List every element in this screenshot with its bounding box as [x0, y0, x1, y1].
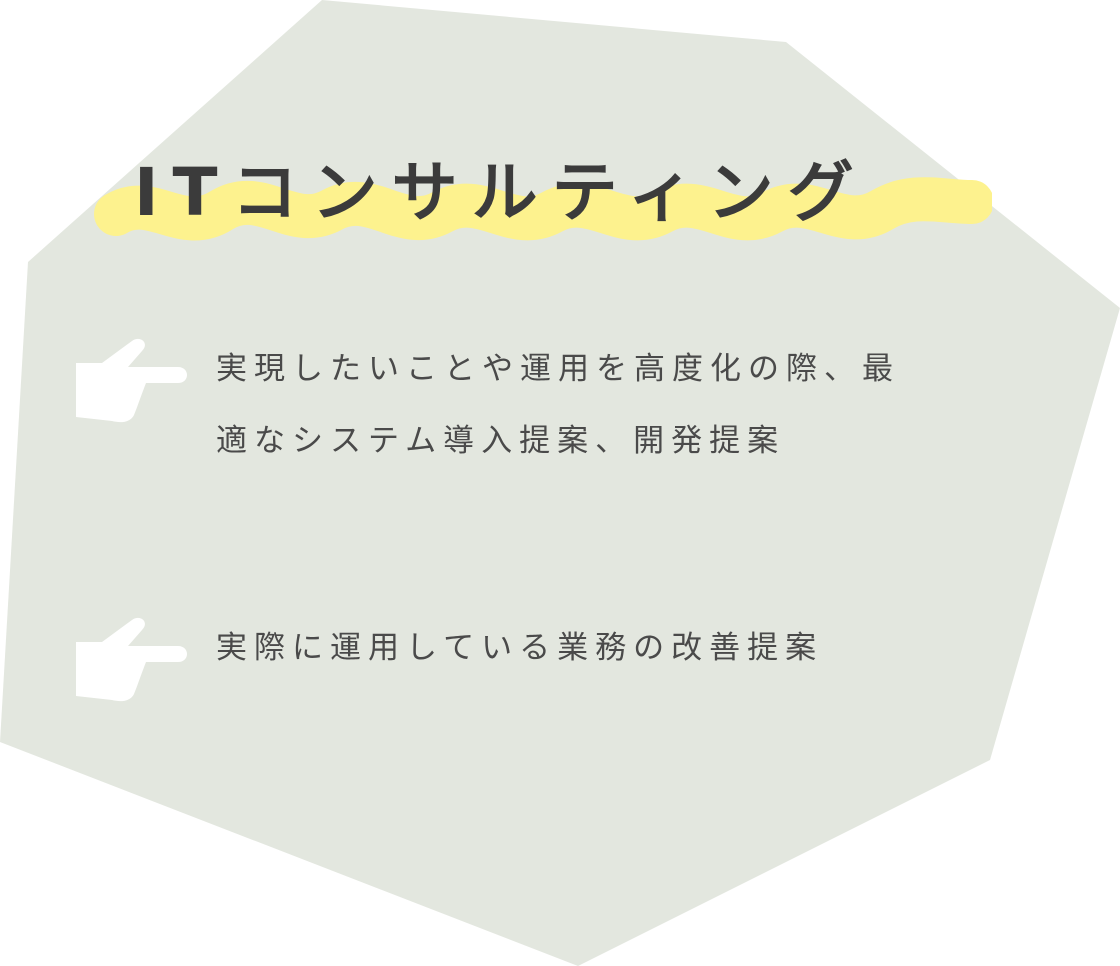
title-highlight	[94, 177, 992, 241]
pointing-hand-icon	[76, 338, 187, 423]
item-text: 実現したいことや運用を高度化の際、最適なシステム導入提案、開発提案	[216, 351, 900, 459]
pointing-hand-icon	[76, 617, 187, 702]
title-area: ITコンサルティング	[92, 140, 992, 250]
page-title: ITコンサルティング	[134, 154, 868, 231]
item-text: 実際に運用している業務の改善提案	[216, 630, 824, 666]
